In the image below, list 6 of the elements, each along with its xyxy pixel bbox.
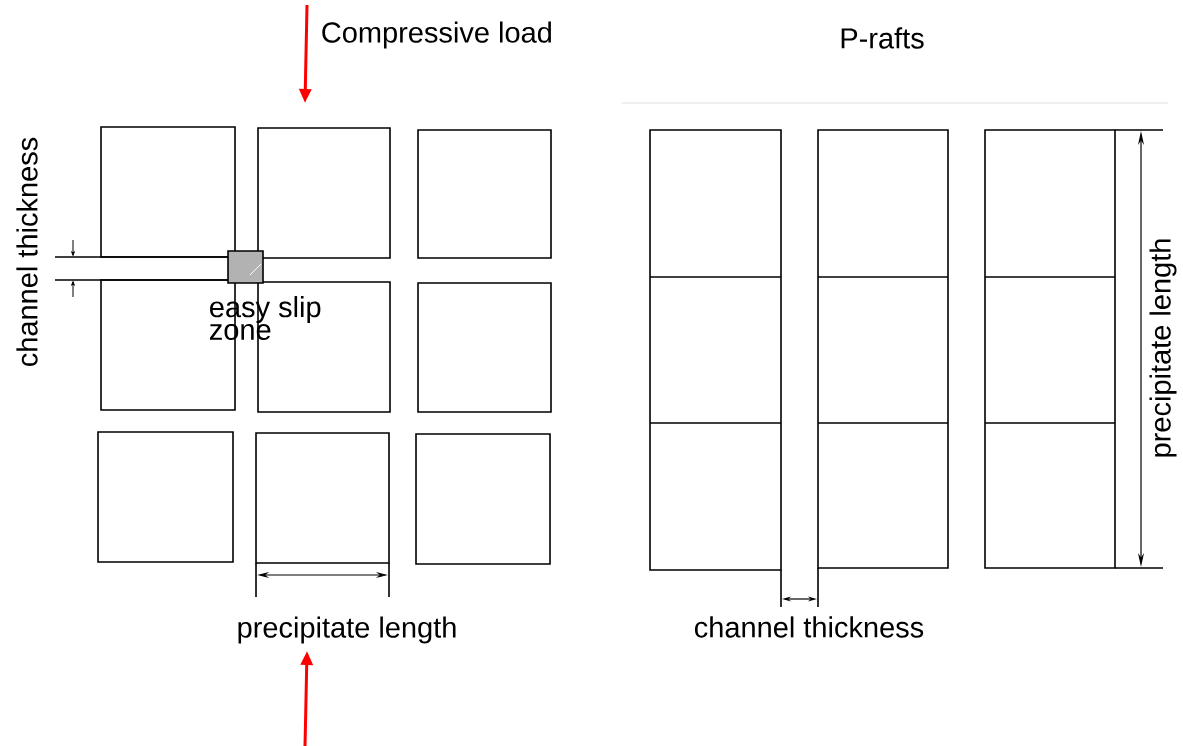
dimension-label: precipitate length [1149,239,1177,457]
panel-title: P-rafts [841,27,924,49]
load-label: Compressive load [322,21,551,49]
dimension-label: precipitate length [238,616,456,644]
dimension-label: channel thickness [16,137,38,366]
dimension-label: channel thickness [695,616,924,638]
